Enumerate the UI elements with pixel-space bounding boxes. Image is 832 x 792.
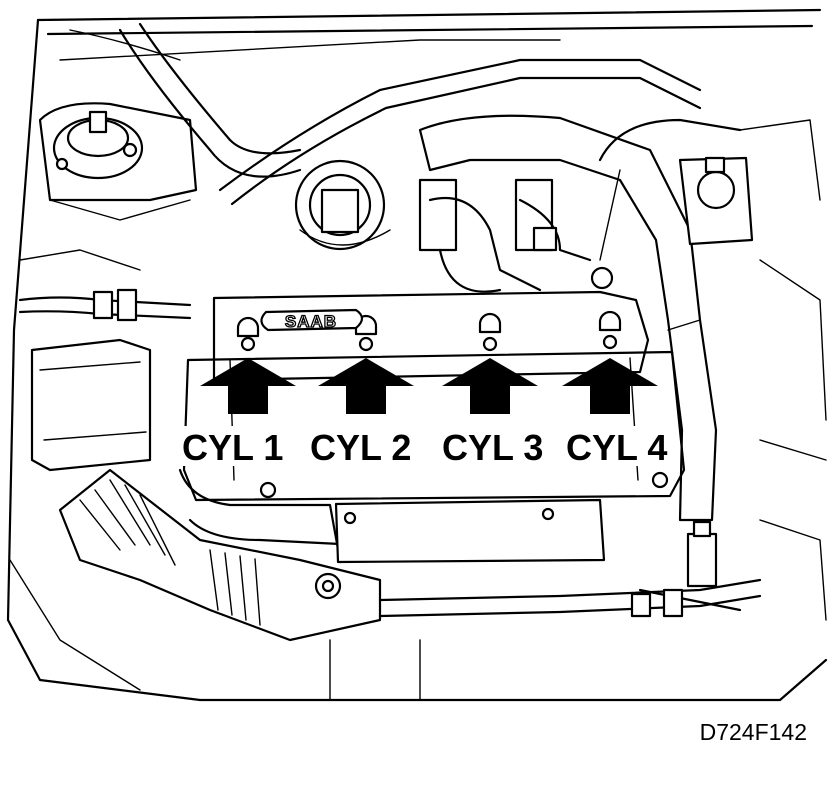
cylinder-2-label: CYL 2	[310, 427, 411, 468]
cylinder-1-label: CYL 1	[182, 427, 283, 468]
brand-badge: SAAB	[260, 308, 364, 332]
battery-box	[30, 338, 152, 472]
cylinder-4-label: CYL 4	[566, 427, 667, 468]
spark-plug-wells	[236, 310, 622, 352]
cylinder-2-arrow	[318, 358, 414, 414]
top-hoses	[69, 22, 702, 206]
intercooler-pipe	[418, 114, 718, 522]
cylinder-4-arrow	[562, 358, 658, 414]
cylinder-3-label: CYL 3	[442, 427, 543, 468]
left-wiring	[18, 288, 192, 322]
brake-booster	[598, 118, 827, 621]
engine-bay-frame	[6, 8, 828, 702]
figure-id: D724F142	[700, 719, 807, 745]
intake-hose	[58, 468, 382, 642]
cylinder-labels: CYL 1 CYL 2 CYL 3 CYL 4	[180, 426, 674, 468]
cylinder-3-arrow	[442, 358, 538, 414]
strut-tower	[38, 102, 198, 221]
ignition-unit	[294, 159, 391, 251]
brand-text: SAAB	[285, 312, 337, 331]
lower-pipes	[178, 468, 762, 701]
cylinder-1-arrow	[200, 358, 296, 414]
cylinder-arrows	[200, 358, 658, 414]
valve-cover: SAAB	[182, 290, 686, 564]
injector-cluster	[418, 178, 614, 293]
right-connector	[630, 520, 742, 618]
